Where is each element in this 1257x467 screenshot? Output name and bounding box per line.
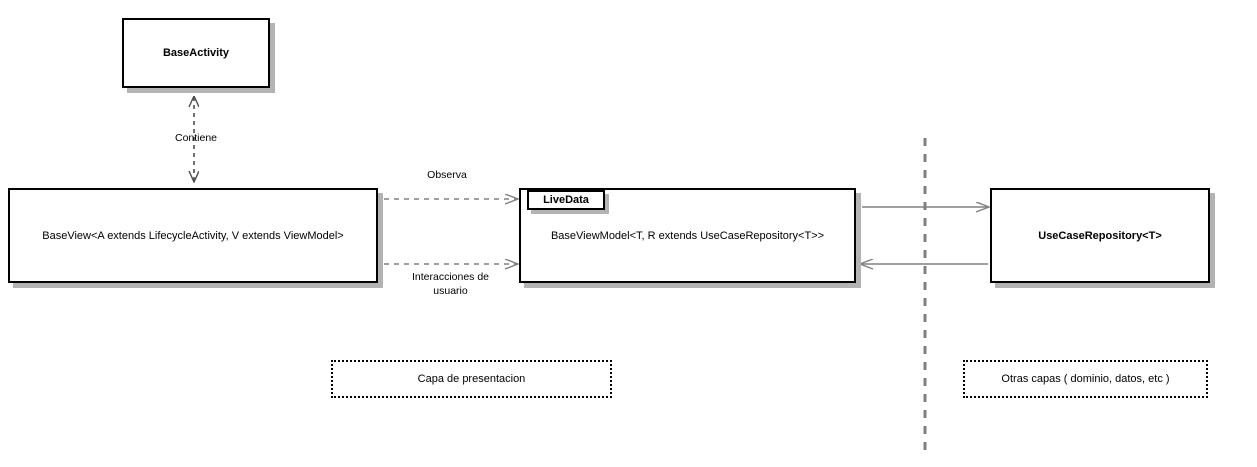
layer-box-capa-presentacion-label: Capa de presentacion (417, 373, 526, 385)
edge-label-contiene: Contiene (174, 132, 218, 144)
class-box-base-activity-label: BaseActivity (162, 47, 230, 59)
stereotype-tab-live-data[interactable]: LiveData (527, 190, 605, 210)
layer-box-otras-capas[interactable]: Otras capas ( dominio, datos, etc ) (963, 360, 1208, 398)
layer-box-capa-presentacion[interactable]: Capa de presentacion (331, 360, 612, 398)
class-box-base-view[interactable]: BaseView<A extends LifecycleActivity, V … (8, 188, 378, 283)
class-box-base-activity[interactable]: BaseActivity (122, 18, 270, 88)
edge-label-observa: Observa (427, 169, 467, 181)
class-box-use-case-repository[interactable]: UseCaseRepository<T> (990, 188, 1210, 283)
class-box-use-case-repository-label: UseCaseRepository<T> (1038, 229, 1162, 242)
class-box-base-view-label: BaseView<A extends LifecycleActivity, V … (42, 229, 344, 242)
stereotype-tab-live-data-label: LiveData (543, 194, 589, 206)
edge-label-interacciones-de-usuario: Interacciones de usuario (411, 271, 490, 297)
class-box-base-view-model-label: BaseViewModel<T, R extends UseCaseReposi… (550, 229, 825, 242)
layer-box-otras-capas-label: Otras capas ( dominio, datos, etc ) (1001, 373, 1170, 385)
